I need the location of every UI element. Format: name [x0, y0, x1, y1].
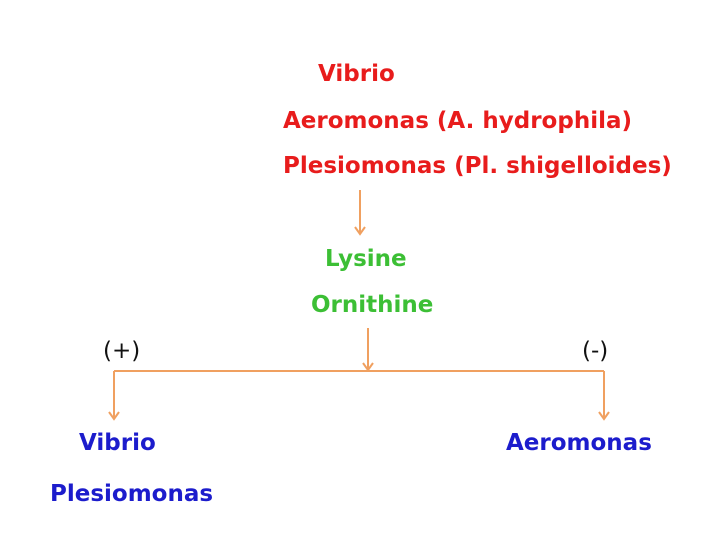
- positive-sign: (+): [103, 338, 141, 364]
- arrow-negative-head: [598, 411, 610, 421]
- result-plesiomonas: Plesiomonas: [50, 481, 214, 507]
- test-lysine: Lysine: [325, 246, 407, 272]
- result-vibrio: Vibrio: [79, 430, 156, 456]
- arrow-top-to-test-head: [354, 226, 366, 236]
- organism-plesiomonas: Plesiomonas (Pl. shigelloides): [283, 153, 672, 179]
- negative-sign: (-): [582, 338, 609, 364]
- organism-aeromonas: Aeromonas (A. hydrophila): [283, 108, 632, 134]
- result-aeromonas: Aeromonas: [506, 430, 652, 456]
- test-ornithine: Ornithine: [311, 292, 434, 318]
- arrow-positive-head: [108, 411, 120, 421]
- organism-vibrio: Vibrio: [318, 61, 395, 87]
